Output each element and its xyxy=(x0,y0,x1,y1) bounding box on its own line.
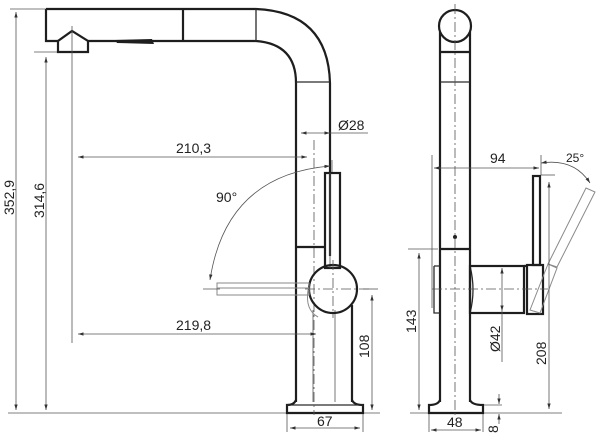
dim-handle-height: 143 xyxy=(403,309,419,333)
dim-handle-offset: 94 xyxy=(490,150,506,166)
dim-body-diameter: Ø28 xyxy=(338,117,365,133)
front-view: 352,9 314,6 210,3 219,8 Ø28 90° 108 67 xyxy=(1,7,380,432)
dim-handle-diameter: Ø42 xyxy=(487,325,503,352)
spray-button xyxy=(115,39,154,44)
dim-handle-axis-height: 108 xyxy=(356,334,372,358)
side-handle xyxy=(432,174,596,316)
side-view: 94 25° 143 Ø42 208 48 8 xyxy=(403,4,596,433)
dim-reach-handle: 219,8 xyxy=(176,317,211,333)
dim-base-width-front: 67 xyxy=(317,413,333,429)
spout-head xyxy=(44,7,332,245)
dim-lever-top-height: 208 xyxy=(533,341,549,365)
dim-handle-rotation: 90° xyxy=(216,189,237,205)
tilt-arc xyxy=(540,160,591,184)
spray-nozzle xyxy=(56,29,90,54)
side-body xyxy=(427,4,485,415)
dim-spout-reach: 210,3 xyxy=(176,140,211,156)
dim-total-height: 352,9 xyxy=(1,180,17,215)
dim-outlet-height: 314,6 xyxy=(31,183,47,218)
dim-base-thickness: 8 xyxy=(485,425,501,433)
dim-handle-tilt: 25° xyxy=(566,151,584,165)
rotation-arc xyxy=(209,164,331,281)
handle-front xyxy=(216,171,370,318)
dim-base-width-side: 48 xyxy=(447,414,463,430)
